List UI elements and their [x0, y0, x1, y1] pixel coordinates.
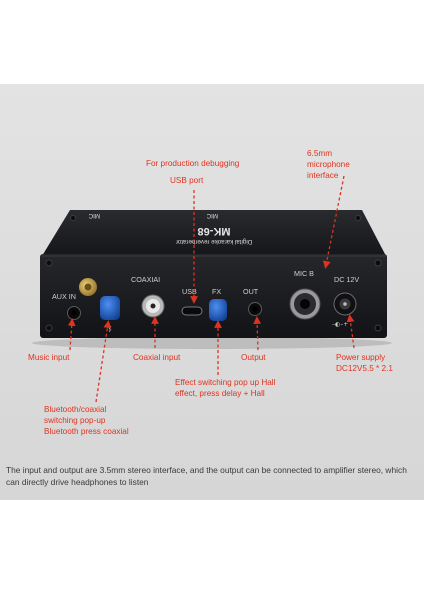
callout-production-debugging: For production debugging — [146, 159, 240, 168]
coaxial-rca-jack — [141, 294, 165, 318]
bluetooth-coaxial-button — [100, 296, 120, 320]
model-name: MK-68 — [197, 225, 230, 237]
microphone-jack-6-5mm — [289, 288, 321, 320]
callout-power-supply: Power supply DC12V5.5 * 2.1 — [336, 353, 393, 373]
top-print-text: Digital karaoke reverberator — [176, 238, 252, 245]
fx-label: FX — [212, 287, 221, 296]
screw-icons — [45, 215, 382, 332]
callout-music-input: Music input — [28, 353, 70, 362]
callout-leader-lines — [67, 175, 355, 403]
output-jack — [248, 302, 262, 316]
callout-output: Output — [241, 353, 266, 362]
mic-b-label: MIC B — [294, 269, 314, 278]
coaxial-label: COAXIAI — [131, 275, 160, 284]
callout-coaxial-input: Coaxial input — [133, 353, 181, 362]
callout-effect-switching: Effect switching pop up Hall effect, pre… — [175, 378, 276, 398]
small-print-right: MIC — [206, 212, 218, 219]
usb-label: USB — [182, 287, 197, 296]
callout-usb-port: USB port — [170, 176, 204, 185]
usb-c-port — [181, 306, 203, 316]
aux-in-jack — [67, 306, 81, 320]
caption-text: The input and output are 3.5mm stereo in… — [6, 465, 407, 487]
device-top-face — [42, 210, 386, 256]
callout-microphone: 6.5mm microphone interface — [307, 149, 350, 180]
device-top-print: Digital karaoke reverberator MK-68 — [176, 225, 252, 245]
small-print-left: MIC — [88, 212, 100, 219]
dc-power-jack — [333, 292, 357, 316]
out-label: OUT — [243, 287, 259, 296]
antenna-connector — [79, 278, 97, 296]
aux-in-label: AUX IN — [52, 292, 76, 301]
svg-text:–◐–+: –◐–+ — [332, 321, 348, 328]
bluetooth-icon: ᛒ — [108, 324, 113, 333]
fx-effect-button — [209, 299, 227, 321]
device-shadow — [32, 337, 392, 349]
polarity-symbol-icon: –◐–+ — [332, 321, 348, 328]
callout-bluetooth-coaxial: Bluetooth/coaxial switching pop-up Bluet… — [44, 405, 129, 436]
dc-12v-label: DC 12V — [334, 275, 359, 284]
